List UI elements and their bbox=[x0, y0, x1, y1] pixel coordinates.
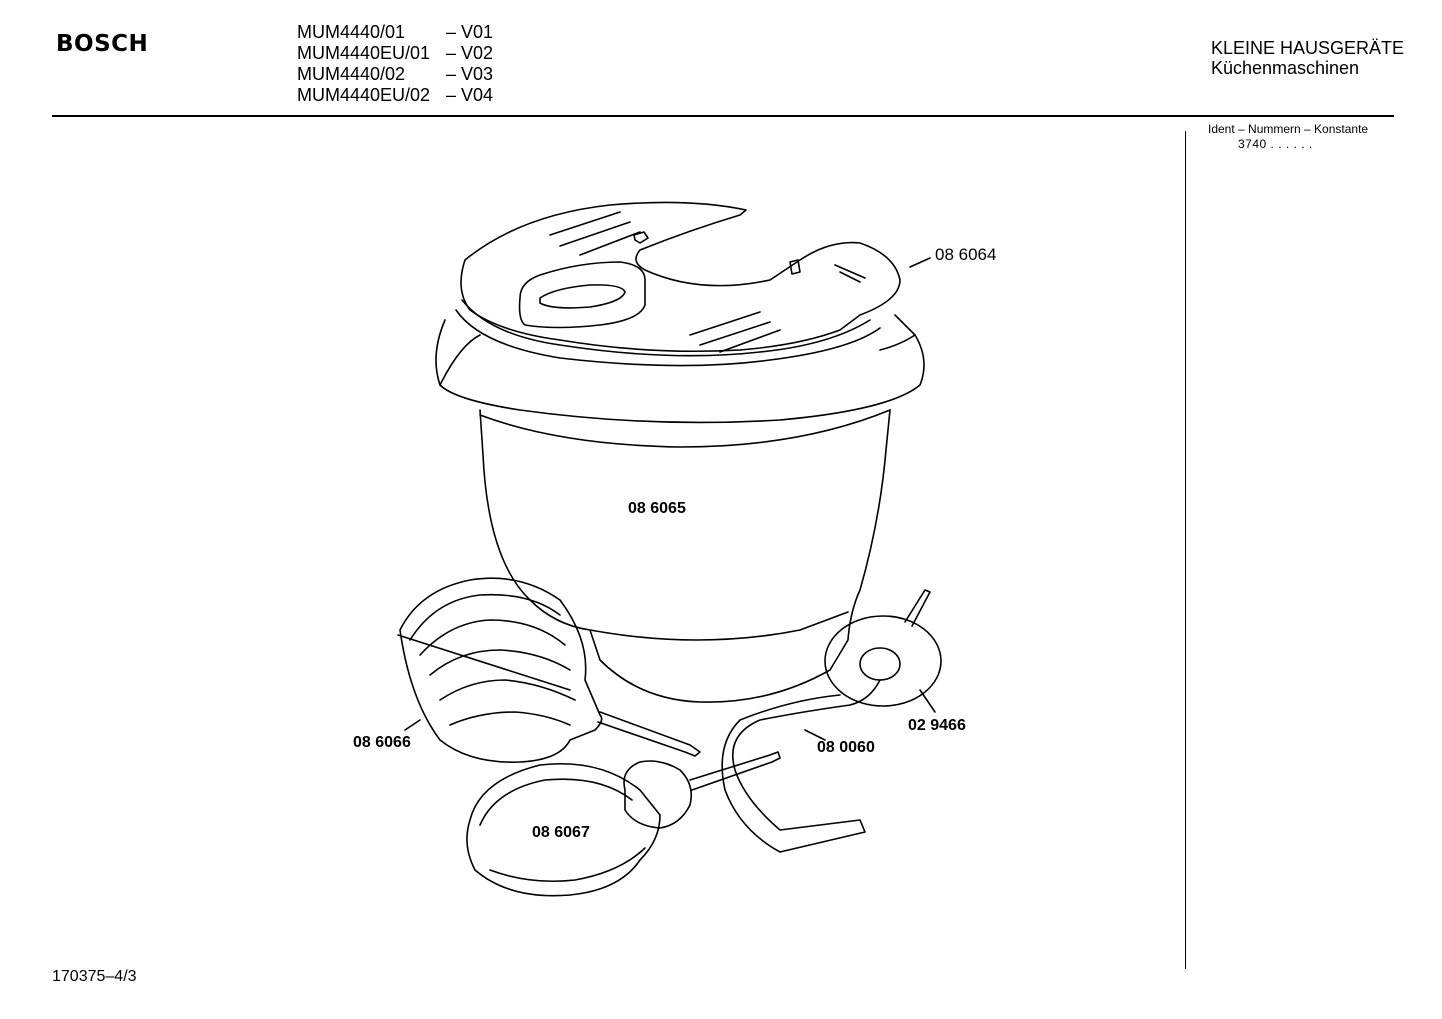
model-code: MUM4440EU/02 bbox=[297, 85, 431, 105]
part-label-bowl: 08 6065 bbox=[628, 500, 686, 517]
category-title: KLEINE HAUSGERÄTE bbox=[1210, 38, 1404, 58]
model-row: MUM4440EU/01 – V02 bbox=[297, 43, 493, 64]
leader-line-lid bbox=[909, 257, 931, 268]
header-divider bbox=[52, 115, 1394, 117]
model-version: – V04 bbox=[446, 85, 494, 105]
model-code: MUM4440/02 bbox=[297, 64, 406, 84]
leader-line-whisk bbox=[404, 719, 421, 731]
model-code: MUM4440EU/01 bbox=[297, 43, 431, 63]
part-label-drive: 08 0060 bbox=[817, 739, 875, 756]
brand-logo: BOSCH bbox=[56, 31, 149, 57]
model-row: MUM4440/02 – V03 bbox=[297, 64, 493, 85]
document-code: 170375–4/3 bbox=[52, 968, 137, 985]
part-label-kneader: 08 6067 bbox=[532, 824, 590, 841]
drive-shaft-drawing bbox=[721, 589, 942, 853]
lid-drawing bbox=[455, 201, 901, 367]
kneader-drawing bbox=[466, 751, 781, 897]
category-subtitle: Küchenmaschinen bbox=[1210, 58, 1360, 78]
part-label-whisk: 08 6066 bbox=[353, 734, 411, 751]
ident-block: Ident – Nummern – Konstante 3740 . . . .… bbox=[1208, 122, 1368, 152]
model-version: – V03 bbox=[446, 64, 494, 84]
whisk-drawing bbox=[397, 577, 701, 763]
ident-label: Ident – Nummern – Konstante bbox=[1208, 122, 1369, 136]
model-row: MUM4440/01 – V01 bbox=[297, 22, 493, 43]
bowl-drawing bbox=[435, 314, 925, 703]
model-list: MUM4440/01 – V01 MUM4440EU/01 – V02 MUM4… bbox=[297, 22, 493, 106]
category-heading: KLEINE HAUSGERÄTE Küchenmaschinen bbox=[1211, 38, 1404, 78]
model-row: MUM4440EU/02 – V04 bbox=[297, 85, 493, 106]
leader-line-disc bbox=[919, 689, 936, 713]
model-version: – V02 bbox=[446, 43, 494, 63]
part-label-disc: 02 9466 bbox=[908, 717, 966, 734]
part-label-lid: 08 6064 bbox=[935, 245, 996, 264]
model-version: – V01 bbox=[446, 22, 494, 42]
ident-code: 3740 . . . . . . bbox=[1238, 137, 1313, 151]
leader-line-drive bbox=[804, 729, 826, 741]
sidebar-divider bbox=[1185, 131, 1186, 969]
model-code: MUM4440/01 bbox=[297, 22, 406, 42]
